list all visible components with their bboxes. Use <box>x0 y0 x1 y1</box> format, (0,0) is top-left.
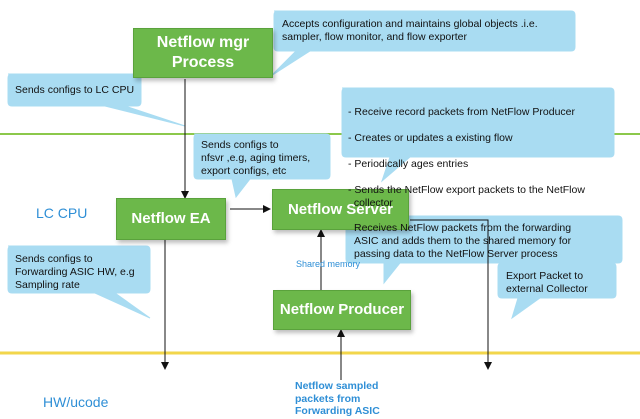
netflow-mgr-process-box[interactable]: Netflow mgr Process <box>133 28 273 78</box>
callout-mgr-text: Accepts configuration and maintains glob… <box>282 18 538 43</box>
shared-memory-label: Shared memory <box>296 259 361 269</box>
callout-lc-cpu-text: Sends configs to LC CPU <box>15 84 135 96</box>
arrow-server-export <box>410 219 492 370</box>
netflow-producer-label: Netflow Producer <box>279 301 405 318</box>
lc-cpu-label: LC CPU <box>36 205 88 221</box>
server-bullet-4: - Sends the NetFlow export packets to th… <box>348 184 585 209</box>
netflow-mgr-process-label: Netflow mgr Process <box>156 34 250 71</box>
callout-export-bubble <box>497 262 617 320</box>
sampled-packets-label: Netflow sampled packets from Forwarding … <box>295 380 380 417</box>
callout-producer-text: Receives NetFlow packets from the forwar… <box>354 222 572 260</box>
callout-asic-bubble <box>7 245 151 319</box>
netflow-ea-label: Netflow EA <box>131 210 211 227</box>
hw-ucode-label: HW/ucode <box>43 394 109 410</box>
netflow-ea-box[interactable]: Netflow EA <box>116 198 226 240</box>
netflow-server-label: Netflow Server <box>287 200 394 218</box>
callout-nfsvr-text: Sends configs to nfsvr ,e.g, aging timer… <box>201 139 311 177</box>
callout-server-bubble <box>341 87 615 183</box>
server-bullet-1: - Receive record packets from NetFlow Pr… <box>348 106 575 118</box>
server-bullet-3: - Periodically ages entries <box>348 158 469 170</box>
callout-asic-text: Sends configs to Forwarding ASIC HW, e.g… <box>15 253 135 291</box>
callout-nfsvr-bubble <box>193 133 331 199</box>
server-bullet-2: - Creates or updates a existing flow <box>348 132 513 144</box>
netflow-server-box[interactable]: Netflow Server <box>272 189 409 230</box>
callout-server-text: - Receive record packets from NetFlow Pr… <box>344 90 614 227</box>
callout-export-text: Export Packet to external Collector <box>506 270 588 295</box>
netflow-producer-box[interactable]: Netflow Producer <box>273 290 411 330</box>
